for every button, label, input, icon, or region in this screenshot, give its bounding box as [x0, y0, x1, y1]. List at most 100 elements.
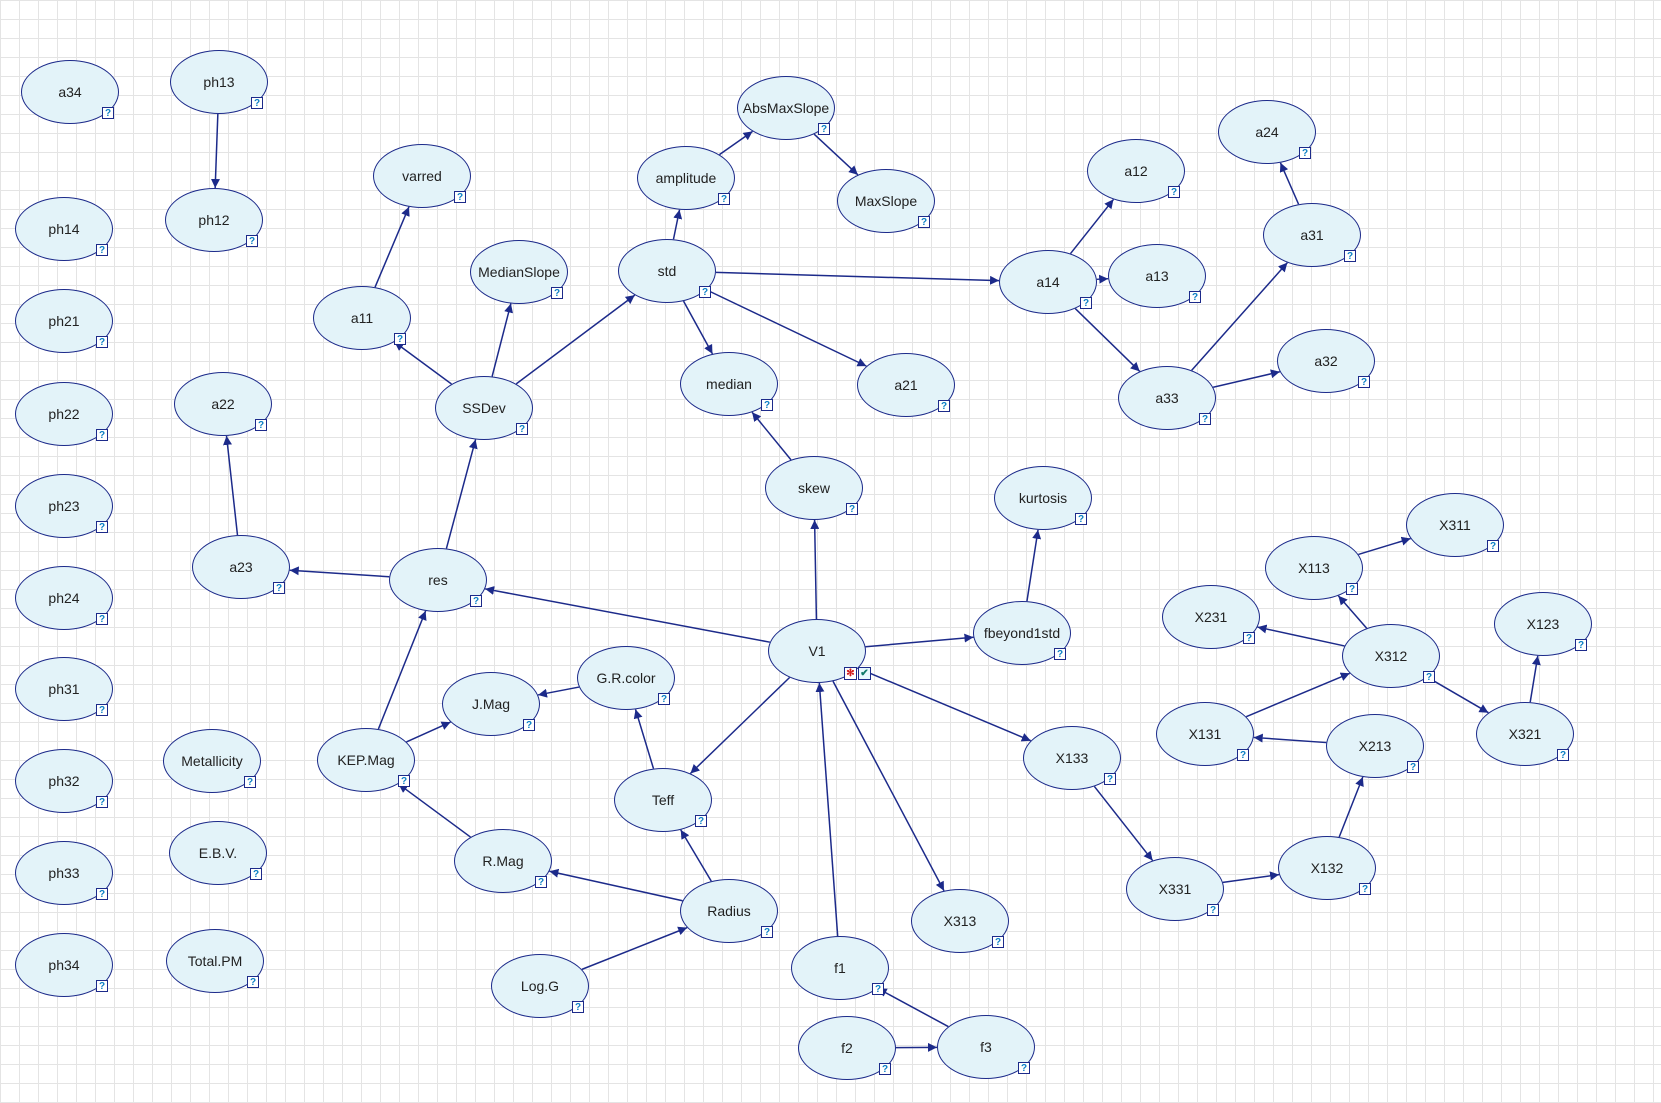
node-ph24[interactable]: ph24?	[15, 566, 113, 630]
question-mark-icon: ?	[718, 193, 730, 205]
edge-std-to-amplitude	[672, 209, 683, 240]
node-label: ph21	[48, 313, 80, 329]
node-v1[interactable]: V1✻✔	[768, 619, 871, 683]
node-label: Total.PM	[187, 953, 243, 969]
node-res[interactable]: res?	[389, 548, 487, 612]
node-ph22[interactable]: ph22?	[15, 382, 113, 446]
node-f2[interactable]: f2?	[798, 1016, 896, 1080]
question-mark-icon: ?	[96, 980, 108, 992]
node-maxslope[interactable]: MaxSlope?	[837, 169, 935, 233]
node-a14[interactable]: a14?	[999, 250, 1097, 314]
node-ph21[interactable]: ph21?	[15, 289, 113, 353]
node-f3[interactable]: f3?	[937, 1015, 1035, 1079]
edge-grcolor-to-jmag	[537, 686, 580, 698]
edge-res-to-a23	[289, 566, 390, 578]
node-jmag[interactable]: J.Mag?	[442, 672, 540, 736]
node-f1[interactable]: f1?	[791, 936, 889, 1000]
node-x311[interactable]: X311?	[1406, 493, 1504, 557]
node-a33[interactable]: a33?	[1118, 366, 1216, 430]
node-metallicity[interactable]: Metallicity?	[163, 729, 261, 793]
edge-kepmag-to-res	[377, 610, 427, 730]
question-mark-icon: ?	[470, 595, 482, 607]
node-a31[interactable]: a31?	[1263, 203, 1361, 267]
node-label: kurtosis	[1018, 490, 1068, 506]
node-ph14[interactable]: ph14?	[15, 197, 113, 261]
node-a23[interactable]: a23?	[192, 535, 290, 599]
edge-fbeyond1std-to-kurtosis	[1026, 529, 1042, 602]
question-mark-icon: ?	[1243, 632, 1255, 644]
node-label: a33	[1155, 390, 1179, 406]
edge-res-to-ssdev	[445, 439, 478, 549]
node-ph23[interactable]: ph23?	[15, 474, 113, 538]
node-amplitude[interactable]: amplitude?	[637, 146, 735, 210]
node-ph13[interactable]: ph13?	[170, 50, 268, 114]
question-mark-icon: ?	[992, 936, 1004, 948]
node-a21[interactable]: a21?	[857, 353, 955, 417]
node-logg[interactable]: Log.G?	[491, 954, 589, 1018]
node-x133[interactable]: X133?	[1023, 726, 1121, 790]
node-a34[interactable]: a34?	[21, 60, 119, 124]
node-ph31[interactable]: ph31?	[15, 657, 113, 721]
node-std[interactable]: std?	[618, 239, 716, 303]
node-x131[interactable]: X131?	[1156, 702, 1254, 766]
node-label: median	[706, 376, 752, 392]
question-mark-icon: ?	[394, 333, 406, 345]
node-ebv[interactable]: E.B.V.?	[169, 821, 267, 885]
node-label: X213	[1358, 738, 1392, 754]
node-x123[interactable]: X123?	[1494, 592, 1592, 656]
node-varred[interactable]: varred?	[373, 144, 471, 208]
node-skew[interactable]: skew?	[765, 456, 863, 520]
node-label: ph32	[48, 773, 80, 789]
node-x331[interactable]: X331?	[1126, 857, 1224, 921]
node-label: f2	[841, 1040, 853, 1056]
node-x213[interactable]: X213?	[1326, 714, 1424, 778]
node-a32[interactable]: a32?	[1277, 329, 1375, 393]
node-x312[interactable]: X312?	[1342, 624, 1440, 688]
node-label: a21	[894, 377, 918, 393]
node-x231[interactable]: X231?	[1162, 585, 1260, 649]
node-label: Teff	[651, 792, 675, 808]
node-kepmag[interactable]: KEP.Mag?	[317, 728, 415, 792]
node-x113[interactable]: X113?	[1265, 536, 1363, 600]
node-radius[interactable]: Radius?	[680, 879, 778, 943]
question-mark-icon: ?	[1575, 639, 1587, 651]
question-mark-icon: ?	[1189, 291, 1201, 303]
node-a13[interactable]: a13?	[1108, 244, 1206, 308]
node-fbeyond1std[interactable]: fbeyond1std?	[973, 601, 1071, 665]
node-ph32[interactable]: ph32?	[15, 749, 113, 813]
edge-kepmag-to-jmag	[406, 721, 451, 743]
node-ph34[interactable]: ph34?	[15, 933, 113, 997]
node-label: a13	[1145, 268, 1169, 284]
node-a22[interactable]: a22?	[174, 372, 272, 436]
node-x132[interactable]: X132?	[1278, 836, 1376, 900]
node-label: X321	[1508, 726, 1542, 742]
node-ph12[interactable]: ph12?	[165, 188, 263, 252]
question-mark-icon: ?	[1407, 761, 1419, 773]
node-label: varred	[402, 168, 442, 184]
edge-a23-to-a22	[223, 435, 239, 536]
edge-ssdev-to-std	[515, 294, 636, 385]
edge-absmaxslope-to-maxslope	[813, 133, 859, 176]
node-kurtosis[interactable]: kurtosis?	[994, 466, 1092, 530]
question-mark-icon: ?	[523, 719, 535, 731]
node-absmaxslope[interactable]: AbsMaxSlope?	[737, 76, 835, 140]
node-ssdev[interactable]: SSDev?	[435, 376, 533, 440]
node-grcolor[interactable]: G.R.color?	[577, 646, 675, 710]
node-a24[interactable]: a24?	[1218, 100, 1316, 164]
edge-ssdev-to-medianslope	[491, 303, 513, 377]
node-x313[interactable]: X313?	[911, 889, 1009, 953]
node-totalpm[interactable]: Total.PM?	[166, 929, 264, 993]
question-mark-icon: ?	[918, 216, 930, 228]
node-label: a14	[1036, 274, 1060, 290]
node-teff[interactable]: Teff?	[614, 768, 712, 832]
edge-ssdev-to-a11	[394, 341, 452, 385]
node-a12[interactable]: a12?	[1087, 139, 1185, 203]
node-rmag[interactable]: R.Mag?	[454, 829, 552, 893]
node-medianslope[interactable]: MedianSlope?	[470, 240, 568, 304]
node-x321[interactable]: X321?	[1476, 702, 1574, 766]
node-a11[interactable]: a11?	[313, 286, 411, 350]
question-mark-icon: ?	[1075, 513, 1087, 525]
node-median[interactable]: median?	[680, 352, 778, 416]
node-ph33[interactable]: ph33?	[15, 841, 113, 905]
